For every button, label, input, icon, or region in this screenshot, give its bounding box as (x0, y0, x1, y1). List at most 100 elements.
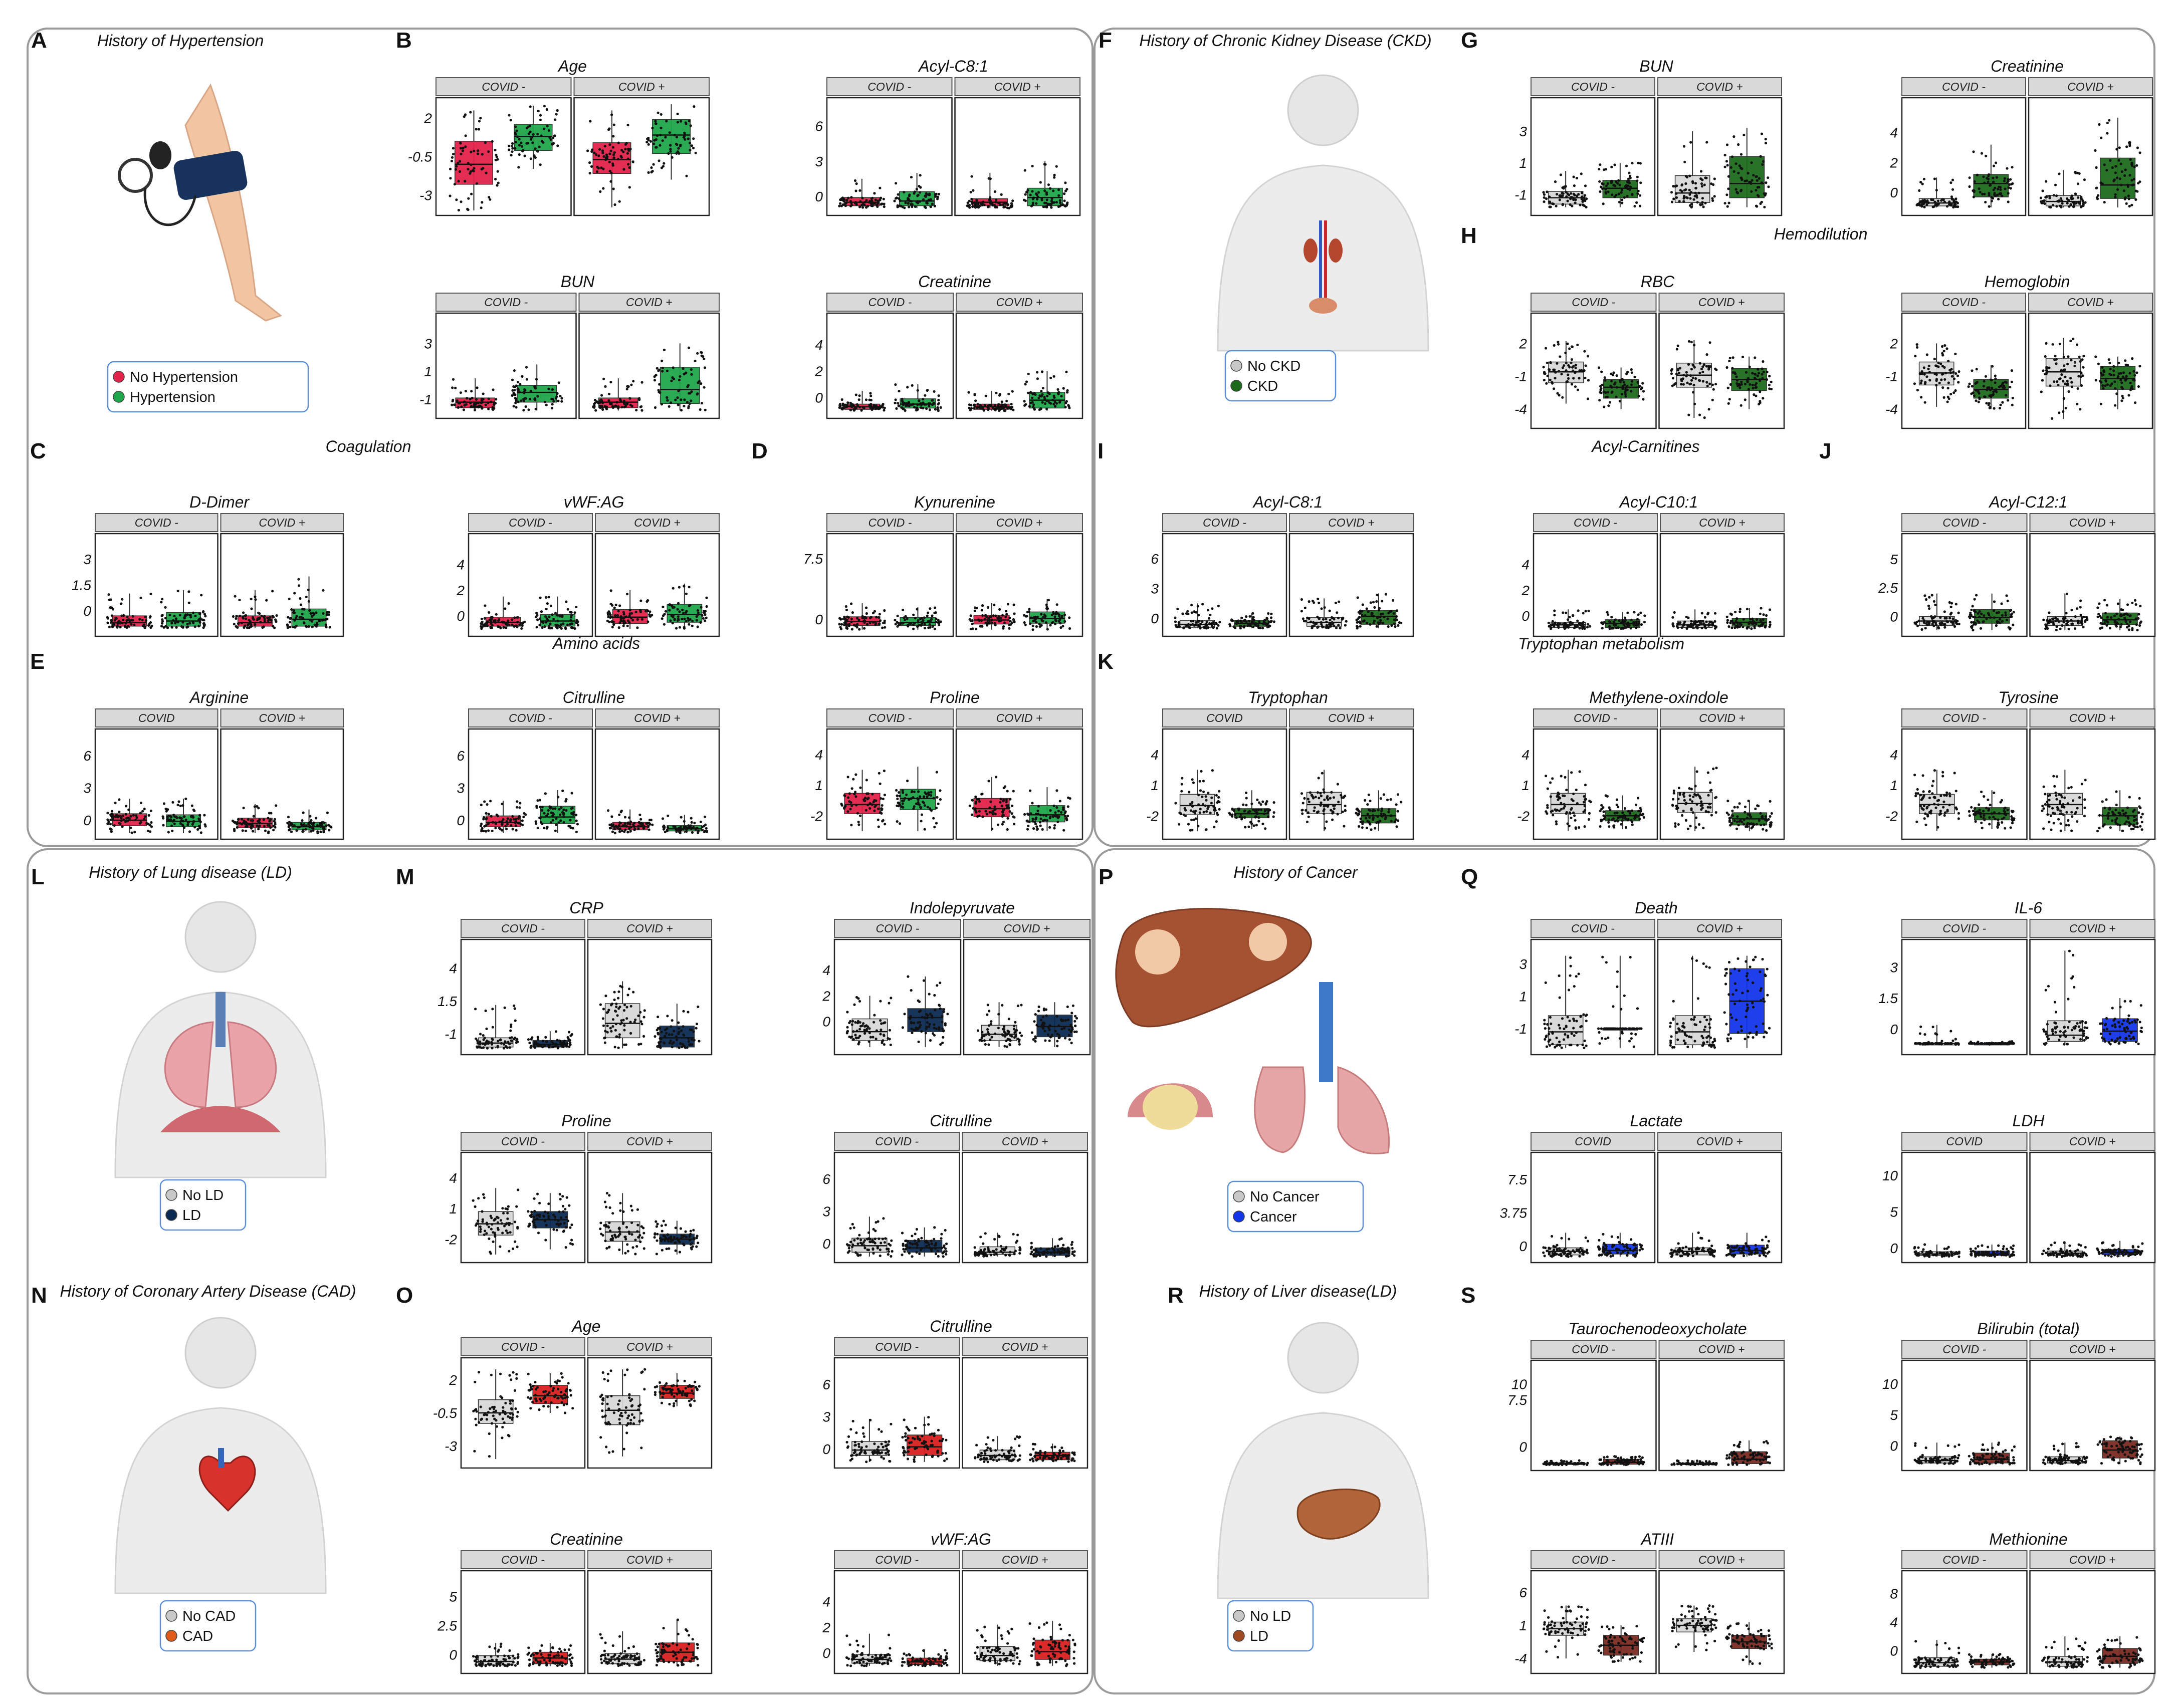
data-point (1764, 138, 1767, 141)
data-point (1952, 371, 1955, 374)
data-point (1546, 190, 1549, 193)
data-point (1601, 187, 1604, 190)
data-point (994, 200, 997, 203)
data-point (1945, 620, 1948, 623)
data-point (877, 825, 880, 828)
data-point (2010, 183, 2013, 186)
data-point (1010, 812, 1013, 815)
data-point (527, 132, 530, 135)
data-point (514, 133, 517, 136)
data-point (1049, 624, 1052, 627)
data-point (869, 399, 873, 402)
data-point (668, 609, 671, 612)
data-point (1010, 403, 1013, 406)
data-point (934, 606, 937, 609)
data-point (1932, 600, 1935, 603)
data-point (249, 622, 252, 625)
data-point (551, 613, 554, 616)
data-point (167, 815, 170, 818)
data-point (685, 828, 688, 831)
data-point (1004, 202, 1007, 205)
data-point (573, 627, 576, 630)
data-point (450, 159, 454, 162)
data-point (606, 613, 610, 616)
data-point (1928, 607, 1931, 610)
data-point (898, 822, 902, 825)
y-tick-label: 7.5 (803, 551, 823, 567)
data-point (865, 612, 868, 615)
data-point (924, 195, 927, 198)
data-point (970, 813, 974, 816)
data-point (521, 622, 524, 625)
data-point (1036, 377, 1039, 380)
data-point (1685, 627, 1688, 630)
data-point (536, 618, 539, 621)
data-point (871, 803, 874, 806)
data-point (1628, 188, 1631, 191)
data-point (470, 163, 473, 166)
data-point (517, 387, 520, 390)
data-point (1006, 406, 1009, 409)
data-point (557, 399, 560, 402)
data-point (1941, 365, 1944, 368)
data-point (669, 150, 672, 153)
data-point (1637, 613, 1640, 616)
data-point (939, 798, 942, 801)
plot-title: Arginine (189, 688, 249, 706)
data-point (1013, 823, 1016, 826)
data-point (1689, 197, 1692, 200)
data-point (691, 619, 694, 622)
data-point (1008, 616, 1011, 619)
data-point (620, 617, 623, 620)
data-point (452, 378, 455, 381)
data-point (149, 809, 152, 812)
data-point (2007, 192, 2010, 195)
data-point (894, 401, 897, 404)
data-point (688, 392, 691, 395)
data-point (1736, 384, 1739, 387)
data-point (2127, 194, 2130, 197)
data-point (1047, 183, 1050, 186)
data-point (1626, 180, 1629, 183)
data-point (119, 815, 122, 818)
data-point (248, 619, 251, 622)
data-point (290, 608, 293, 611)
data-point (1617, 179, 1620, 182)
data-point (865, 779, 868, 782)
data-point (1626, 371, 1629, 374)
data-point (473, 149, 476, 152)
data-point (484, 403, 487, 406)
data-point (629, 826, 632, 829)
data-point (116, 625, 119, 628)
data-point (567, 825, 570, 828)
data-point (934, 195, 937, 198)
data-point (522, 815, 525, 819)
data-point (1040, 197, 1043, 200)
data-point (120, 602, 123, 605)
data-point (515, 818, 518, 821)
facet-label: COVID - (484, 296, 528, 309)
data-point (840, 804, 843, 807)
data-point (1251, 620, 1254, 623)
data-point (869, 616, 873, 619)
data-point (1732, 135, 1735, 138)
data-point (494, 822, 498, 825)
data-point (1331, 616, 1334, 619)
data-point (622, 613, 625, 616)
data-point (1625, 622, 1628, 625)
data-point (449, 177, 452, 180)
data-point (2109, 384, 2112, 387)
data-point (597, 154, 600, 157)
data-point (1690, 379, 1693, 382)
data-point (1586, 626, 1589, 629)
data-point (1580, 624, 1583, 627)
data-point (138, 822, 141, 825)
data-point (1948, 617, 1951, 620)
data-point (1738, 608, 1742, 611)
data-point (981, 625, 984, 628)
data-point (298, 584, 301, 587)
data-point (2095, 166, 2098, 169)
data-point (995, 776, 998, 779)
facet-label: COVID + (259, 711, 305, 724)
